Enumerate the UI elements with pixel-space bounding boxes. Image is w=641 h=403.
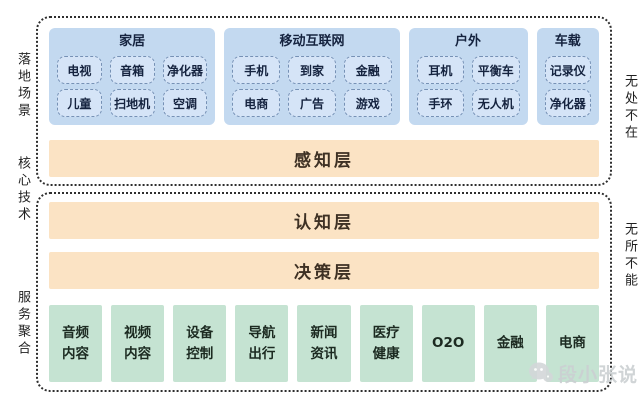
- service-box-line: 视频: [124, 325, 152, 342]
- scenario-item: 平衡车: [472, 56, 520, 84]
- side-label-ubiquitous: 无处不在: [622, 74, 637, 142]
- service-box-o2o: O2O: [421, 305, 475, 382]
- side-label-service-aggregation: 服务聚合: [15, 290, 30, 358]
- scenario-section-title: 户外: [455, 34, 482, 49]
- scenario-item: 金融: [343, 56, 392, 84]
- side-label-landing-scenarios: 落地场景: [15, 52, 30, 120]
- side-label-omnipotent: 无所不能: [622, 222, 637, 290]
- service-box-medical-health: 医疗健康: [359, 305, 413, 382]
- scenario-item-row: 记录仪: [544, 56, 591, 84]
- scenario-section-title: 车载: [554, 34, 581, 49]
- scenario-section-mobile-internet: 移动互联网手机到家金融电商广告游戏: [224, 28, 400, 125]
- scenario-item: 扫地机: [109, 89, 155, 117]
- service-box-line: 控制: [186, 345, 214, 362]
- service-box-line: 内容: [62, 345, 90, 362]
- service-box-line: 设备: [186, 325, 214, 342]
- perception-layer-bar: 感知层: [49, 140, 599, 177]
- landing-scenarios-panel: 家居电视音箱净化器儿童扫地机空调移动互联网手机到家金融电商广告游戏户外耳机平衡车…: [36, 16, 612, 186]
- cognition-layer-bar: 认知层: [49, 202, 599, 239]
- scenario-section-title: 移动互联网: [279, 34, 345, 49]
- scenario-item: 空调: [162, 89, 208, 117]
- scenario-item: 游戏: [343, 89, 392, 117]
- scenario-item: 到家: [288, 56, 336, 84]
- scenario-item: 广告: [288, 89, 336, 117]
- scenario-item: 净化器: [162, 56, 208, 84]
- service-box-line: 新闻: [310, 325, 338, 342]
- scenario-section-in-vehicle: 车载记录仪净化器: [536, 28, 599, 125]
- service-box-line: 音频: [62, 325, 90, 342]
- scenario-section-home: 家居电视音箱净化器儿童扫地机空调: [49, 28, 216, 125]
- scenario-item: 手环: [416, 89, 465, 117]
- scenario-item: 记录仪: [544, 56, 591, 84]
- scenario-item: 手机: [232, 56, 281, 84]
- scenario-section-outdoor: 户外耳机平衡车手环无人机: [408, 28, 528, 125]
- scenario-row: 家居电视音箱净化器儿童扫地机空调移动互联网手机到家金融电商广告游戏户外耳机平衡车…: [49, 28, 599, 125]
- scenario-item: 电商: [232, 89, 281, 117]
- side-label-core-technology: 核心技术: [15, 156, 30, 224]
- service-box-line: 内容: [124, 345, 152, 362]
- service-box-line: 导航: [248, 325, 276, 342]
- scenario-item: 电视: [57, 56, 102, 84]
- scenario-item: 耳机: [416, 56, 465, 84]
- watermark: 段小张说: [528, 360, 638, 387]
- service-box-navigation-travel: 导航出行: [235, 305, 289, 382]
- service-box-line: 医疗: [372, 325, 400, 342]
- scenario-item-row: 电视音箱净化器: [57, 56, 208, 84]
- service-box-device-control: 设备控制: [173, 305, 227, 382]
- service-box-line: 出行: [248, 345, 276, 362]
- service-box-line: 资讯: [310, 345, 338, 362]
- scenario-item: 无人机: [472, 89, 520, 117]
- decision-layer-bar: 决策层: [49, 252, 599, 289]
- service-box-finance: 金融: [483, 305, 537, 382]
- service-box-audio-content: 音频内容: [49, 305, 103, 382]
- watermark-text: 段小张说: [558, 364, 639, 386]
- service-box-line: O2O: [432, 335, 465, 352]
- scenario-item-row: 耳机平衡车: [416, 56, 520, 84]
- service-box-line: 健康: [372, 345, 400, 362]
- service-box-video-content: 视频内容: [111, 305, 165, 382]
- scenario-item-row: 电商广告游戏: [232, 89, 392, 117]
- service-box-line: 电商: [558, 335, 586, 352]
- scenario-item: 音箱: [109, 56, 155, 84]
- service-box-news-info: 新闻资讯: [297, 305, 351, 382]
- service-box-line: 金融: [496, 335, 524, 352]
- scenario-section-title: 家居: [119, 34, 146, 49]
- scenario-item: 儿童: [57, 89, 102, 117]
- service-box-ecommerce: 电商: [545, 305, 599, 382]
- watermark-logo-icon: [528, 361, 554, 387]
- scenario-item-row: 净化器: [544, 89, 591, 117]
- scenario-item-row: 儿童扫地机空调: [57, 89, 208, 117]
- scenario-item: 净化器: [544, 89, 591, 117]
- scenario-item-row: 手环无人机: [416, 89, 520, 117]
- scenario-item-row: 手机到家金融: [232, 56, 392, 84]
